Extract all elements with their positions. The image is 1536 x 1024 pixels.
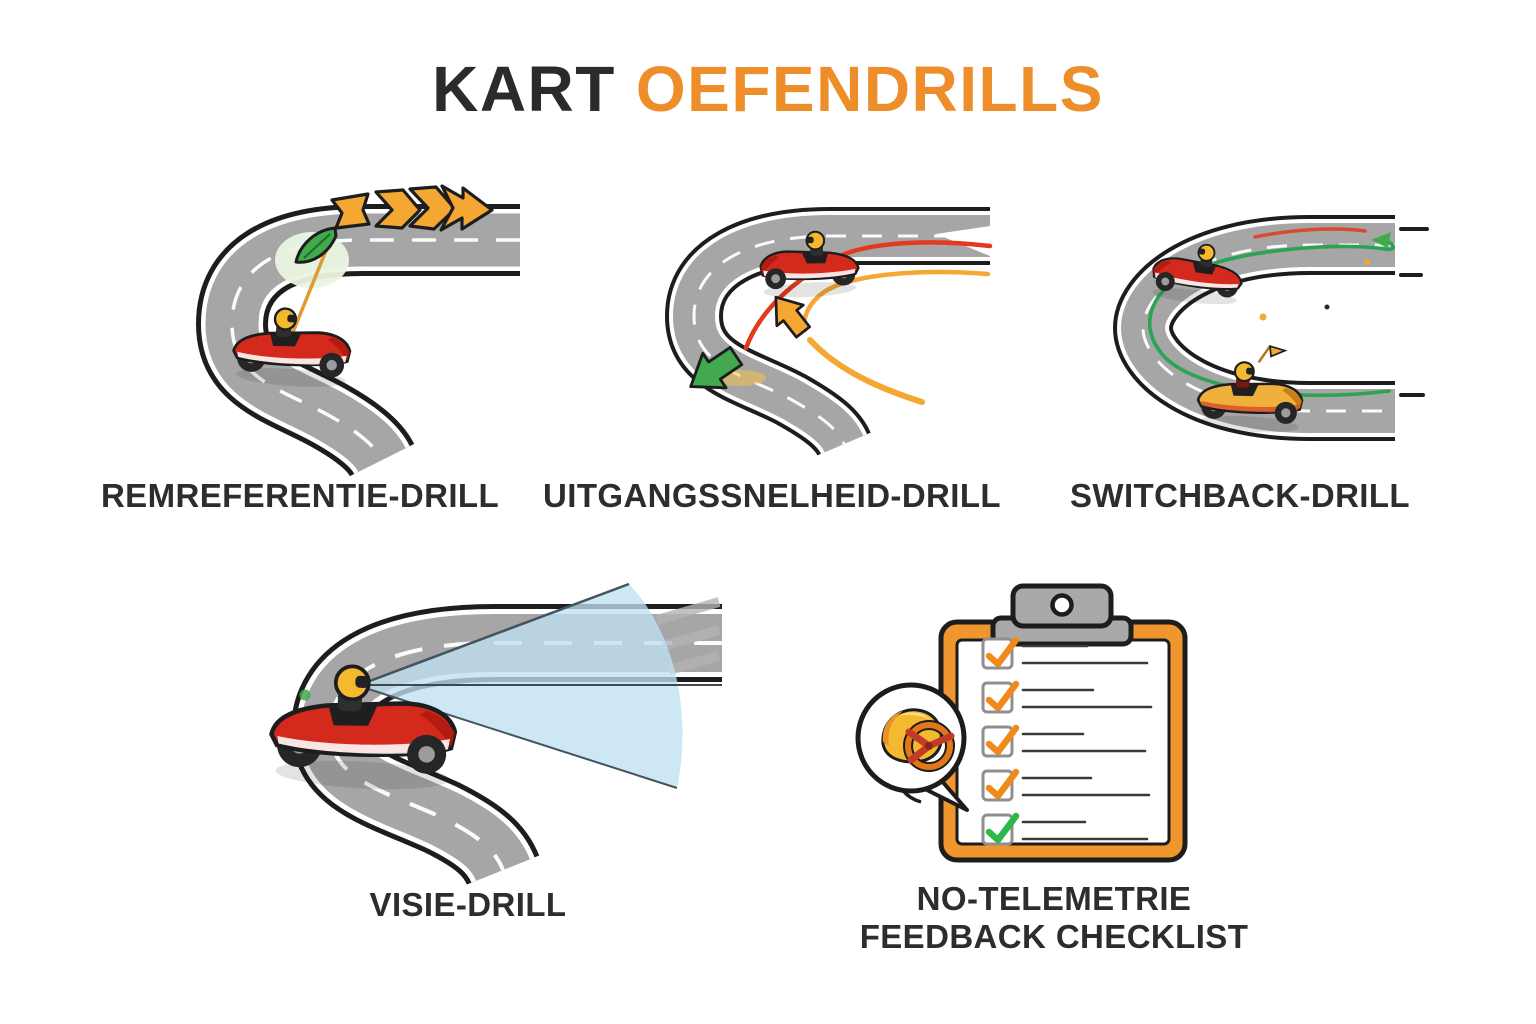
racing-line-arrowhead [1371,232,1391,248]
track-dot [1259,313,1267,321]
track-dot [1364,259,1370,265]
helmet-badge [855,682,969,812]
track [290,597,722,887]
exit-arrow-icon [689,345,744,390]
page-title: KART OEFENDRILLS [0,52,1536,126]
visie-drill-illustration [269,582,722,887]
clipboard-clip [990,583,1134,647]
checklist-row [981,680,1153,714]
racing-line-red-streak [1253,227,1367,239]
racing-line-orange [802,269,991,333]
title-word-kart: KART [432,53,616,125]
clipboard-icon [938,583,1188,863]
remreferentie-drill-illustration [195,184,520,478]
caption-switchback: SWITCHBACK-DRILL [1069,477,1410,514]
brake-arrow-icon [774,295,811,339]
track [1112,215,1429,441]
kart-icon [232,307,352,387]
checkmark-icon [985,680,1020,712]
caption-remreferentie: REMREFERENTIE-DRILL [100,477,500,514]
checklist-row [981,724,1147,758]
driver-helmet-icon [805,230,826,251]
apex-marker-icon [299,689,311,701]
feedback-checklist-illustration [855,583,1188,863]
kart-icon [1152,243,1243,305]
helmet-icon [881,708,955,772]
kart-icon [1196,344,1304,433]
checklist-row [981,636,1149,670]
driver-helmet-icon [1233,361,1255,383]
switchback-drill-illustration [1112,215,1429,441]
title-word-oefendrills: OEFENDRILLS [635,53,1104,125]
kart-icon [759,230,860,298]
apex-flag-icon [294,226,338,264]
caption-visie: VISIE-DRILL [369,886,567,923]
track-dot [1324,304,1330,310]
checklist-row [981,812,1149,846]
checkmark-icon [985,724,1020,756]
caption-checklist: NO-TELEMETRIE FEEDBACK CHECKLIST [818,880,1290,957]
uitgangssnelheid-drill-illustration [664,207,993,457]
speed-arrows-icon [330,184,494,232]
caption-checklist-line1: NO-TELEMETRIE [916,880,1192,917]
kart-icon [269,664,458,790]
kart-flag-icon [1269,344,1288,358]
steering-wheel-icon [903,720,955,772]
checkmark-icon [985,636,1020,668]
track [664,207,990,457]
caption-checklist-line2: FEEDBACK CHECKLIST [859,918,1249,956]
caption-uitgangssnelheid: UITGANGSSNELHEID-DRILL [543,477,1001,514]
checklist-row [981,768,1151,802]
checkmark-icon [985,768,1020,800]
brake-arrow-tail [807,337,925,405]
checkmark-icon [985,812,1020,844]
